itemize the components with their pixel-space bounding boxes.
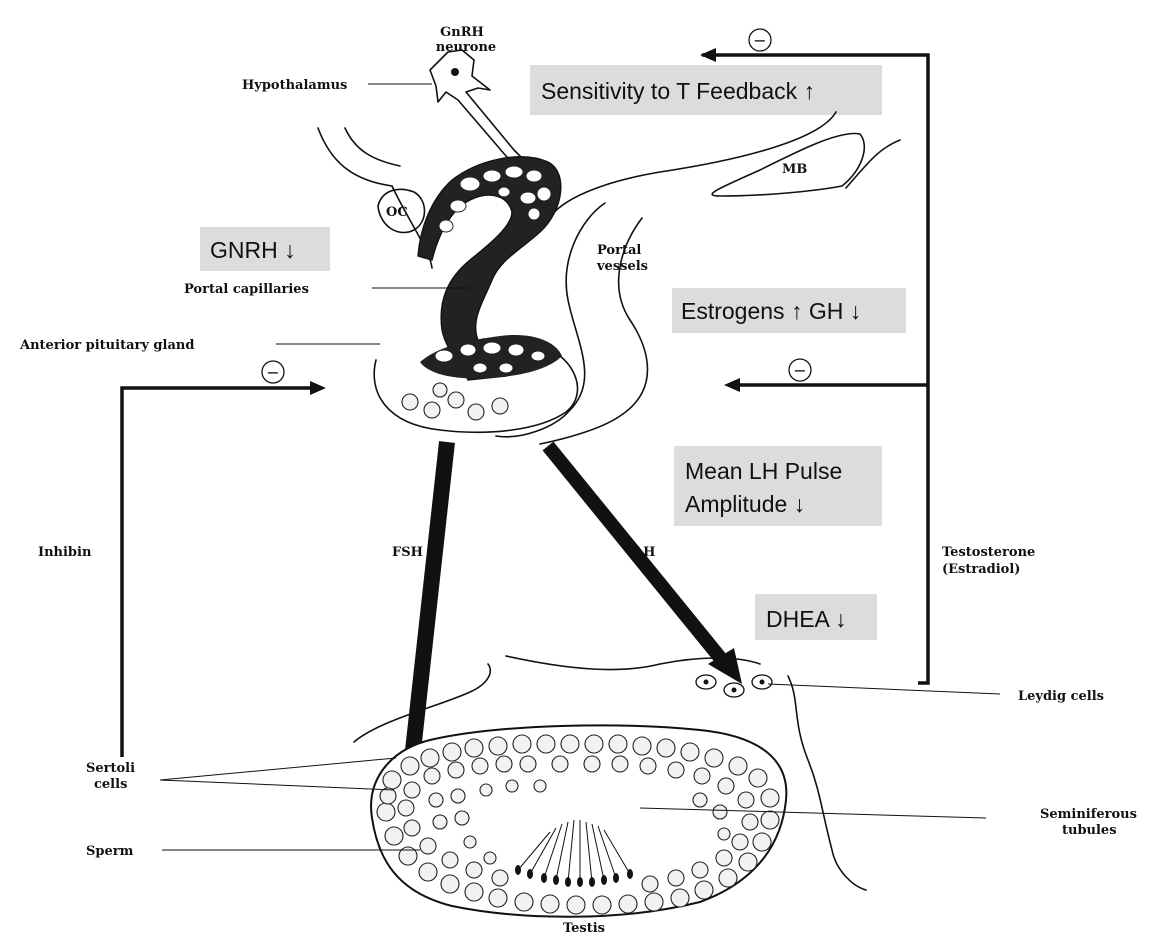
label-fsh: FSH (392, 545, 423, 560)
leydig-cells (695, 674, 773, 698)
label-mb: MB (782, 162, 807, 177)
label-portal-capillaries: Portal capillaries (184, 282, 309, 297)
box-sensitivity-text: Sensitivity to T Feedback ↑ (541, 78, 815, 104)
label-lh: LH (634, 545, 655, 560)
testis (370, 724, 788, 918)
minus-sign-right: − (788, 358, 812, 382)
sperm-heads (515, 865, 633, 887)
label-gnrh-neurone-2: neurone (436, 40, 496, 55)
lh-arrow (542, 441, 742, 684)
label-oc: OC (386, 205, 408, 220)
box-gnrh-text: GNRH ↓ (210, 237, 296, 263)
box-estrogens-text: Estrogens ↑ GH ↓ (681, 298, 861, 324)
label-sertoli-1: Sertoli (86, 761, 135, 776)
label-leydig-cells: Leydig cells (1018, 689, 1104, 704)
inhibin-feedback-loop (120, 381, 326, 757)
label-hypothalamus: Hypothalamus (242, 78, 347, 93)
box-dhea: DHEA ↓ (755, 594, 877, 640)
anterior-pituitary-gland (373, 355, 579, 434)
label-portal-vessels-2: vessels (596, 259, 648, 274)
label-seminiferous-2: tubules (1062, 823, 1117, 838)
minus-sign-top: − (748, 28, 772, 52)
brain-outline (317, 111, 901, 445)
gnrh-neurone-icon (429, 49, 523, 165)
label-testis: Testis (563, 921, 605, 936)
box-estrogens: Estrogens ↑ GH ↓ (672, 288, 906, 333)
box-sensitivity: Sensitivity to T Feedback ↑ (530, 65, 882, 115)
seminiferous-cells (376, 734, 780, 915)
pituitary-stalk (417, 156, 562, 381)
box-mean-lh-text-2: Amplitude ↓ (685, 491, 805, 517)
minus-sign-left: − (261, 360, 285, 384)
svg-text:−: − (753, 31, 766, 50)
testosterone-feedback-loop (700, 48, 930, 685)
label-seminiferous-1: Seminiferous (1040, 807, 1137, 822)
label-inhibin: Inhibin (38, 545, 92, 560)
box-gnrh: GNRH ↓ (200, 227, 330, 271)
svg-text:−: − (793, 361, 806, 380)
label-portal-vessels-1: Portal (597, 243, 641, 258)
box-mean-lh: Mean LH Pulse Amplitude ↓ (674, 446, 882, 526)
svg-text:−: − (266, 363, 279, 382)
sperm-tails (517, 819, 631, 883)
box-dhea-text: DHEA ↓ (766, 606, 847, 632)
label-testosterone-1: Testosterone (942, 545, 1035, 560)
label-testosterone-2: (Estradiol) (942, 562, 1020, 577)
label-sertoli-2: cells (94, 777, 127, 792)
label-gnrh-neurone-1: GnRH (440, 25, 484, 40)
label-sperm: Sperm (86, 844, 134, 859)
testis-region-outlines (353, 655, 867, 891)
leader-lines (159, 83, 1001, 851)
label-anterior-pituitary: Anterior pituitary gland (19, 338, 194, 353)
box-mean-lh-text-1: Mean LH Pulse (685, 458, 842, 484)
